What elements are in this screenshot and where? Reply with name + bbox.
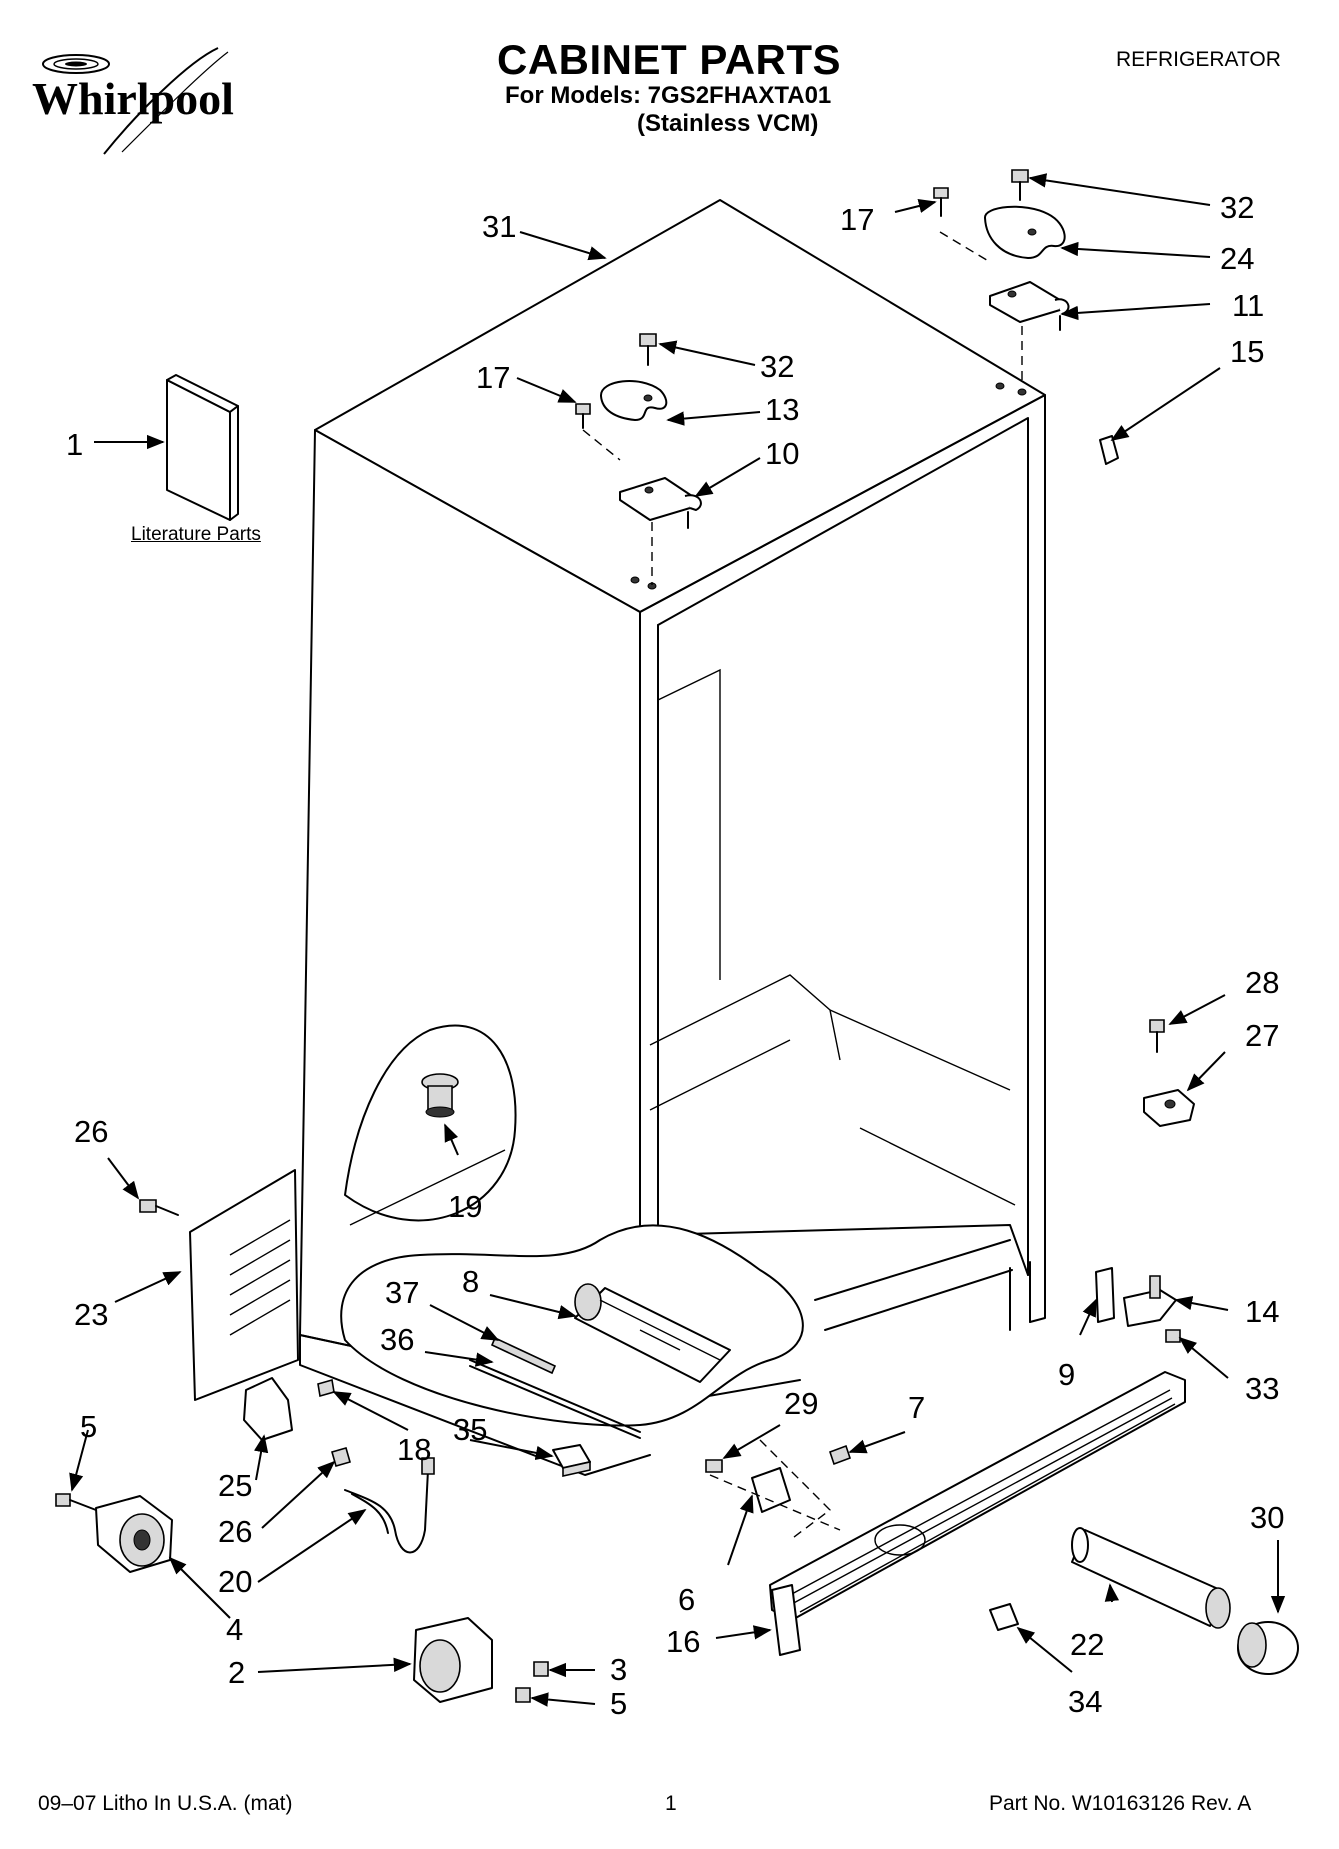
model-number: For Models: 7GS2FHAXTA01	[505, 82, 832, 109]
part-6-clip	[751, 1467, 791, 1513]
callout-17: 17	[476, 360, 510, 395]
product-category: REFRIGERATOR	[1116, 48, 1281, 71]
part-number: Part No. W10163126 Rev. A	[989, 1792, 1252, 1815]
callout-5: 5	[610, 1686, 627, 1721]
callout-32: 32	[1220, 190, 1254, 225]
callout-2: 2	[228, 1655, 245, 1690]
callout-24: 24	[1220, 241, 1254, 276]
part-23-rear-panel	[139, 1169, 299, 1401]
logo-wordmark: Whirlpool	[32, 73, 234, 124]
callout-25: 25	[218, 1468, 252, 1503]
part-7-screw	[828, 1444, 852, 1466]
callout-15: 15	[1230, 334, 1264, 369]
model-variant: (Stainless VCM)	[637, 110, 819, 137]
callout-labels: 31 17 32 24 11 15 32 17 13 10 1 28 27 26…	[66, 190, 1284, 1721]
page-number: 1	[665, 1792, 677, 1815]
top-hinge-left	[575, 333, 702, 585]
callout-18: 18	[397, 1432, 431, 1467]
callout-7: 7	[908, 1390, 925, 1425]
callout-19: 19	[448, 1189, 482, 1224]
callout-8: 8	[462, 1264, 479, 1299]
part-29-screw	[705, 1459, 723, 1473]
callout-11: 11	[1232, 288, 1264, 323]
callout-30: 30	[1250, 1500, 1284, 1535]
part-22-filter-cartridge	[1071, 1527, 1231, 1629]
callout-26: 26	[218, 1514, 252, 1549]
callout-37: 37	[385, 1275, 419, 1310]
part-26-fitting	[331, 1447, 351, 1467]
callout-3: 3	[610, 1652, 627, 1687]
callout-5: 5	[80, 1409, 97, 1444]
part-9-14-bottom-hinge	[1095, 1267, 1181, 1343]
callout-1: 1	[66, 427, 83, 462]
callout-20: 20	[218, 1564, 252, 1599]
literature-parts-label: Literature Parts	[131, 524, 261, 545]
callout-29: 29	[784, 1386, 818, 1421]
callout-32: 32	[760, 349, 794, 384]
leader-arrows	[69, 173, 1286, 1707]
callout-33: 33	[1245, 1371, 1279, 1406]
callout-13: 13	[765, 392, 799, 427]
callout-6: 6	[678, 1582, 695, 1617]
callout-27: 27	[1245, 1018, 1279, 1053]
cutaway-water-system	[340, 1224, 804, 1477]
part-34-knob	[989, 1603, 1019, 1631]
callout-14: 14	[1245, 1294, 1279, 1329]
part-2-roller-assembly	[413, 1617, 549, 1703]
callout-26: 26	[74, 1114, 108, 1149]
cutaway-leveling-leg	[344, 1024, 517, 1226]
callout-9: 9	[1058, 1357, 1075, 1392]
callout-34: 34	[1068, 1684, 1102, 1719]
callout-35: 35	[453, 1412, 487, 1447]
top-hinge-right	[933, 169, 1070, 380]
literature-book	[166, 374, 239, 521]
callout-22: 22	[1070, 1627, 1104, 1662]
callout-36: 36	[380, 1322, 414, 1357]
callout-10: 10	[765, 436, 799, 471]
callout-17: 17	[840, 202, 874, 237]
part-16-grille	[769, 1371, 1186, 1656]
callout-4: 4	[226, 1612, 243, 1647]
callout-28: 28	[1245, 965, 1279, 1000]
part-20-tube	[344, 1469, 429, 1554]
whirlpool-logo: Whirlpool	[32, 47, 234, 155]
part-30-filter-cap	[1237, 1621, 1299, 1675]
part-15-clip	[1099, 435, 1119, 465]
part-25-bracket	[243, 1377, 293, 1441]
print-info: 09–07 Litho In U.S.A. (mat)	[38, 1792, 293, 1815]
part-27-bracket	[1143, 1019, 1195, 1127]
part-18-screw	[317, 1378, 335, 1398]
part-4-roller-assembly	[55, 1493, 173, 1573]
callout-31: 31	[482, 209, 516, 244]
callout-23: 23	[74, 1297, 108, 1332]
page-title: CABINET PARTS	[497, 36, 842, 83]
callout-16: 16	[666, 1624, 700, 1659]
